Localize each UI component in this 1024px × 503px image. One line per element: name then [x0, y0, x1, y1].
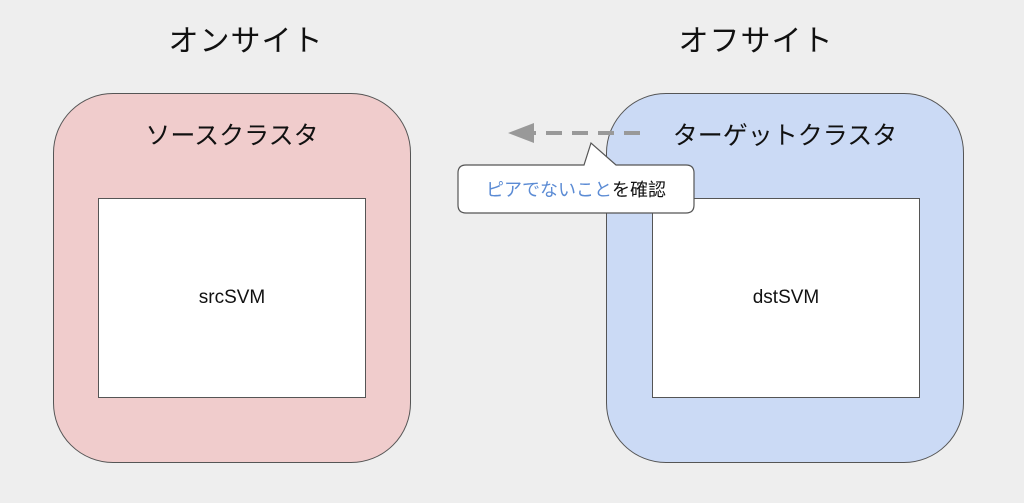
dst-svm-box: dstSVM	[652, 198, 920, 398]
target-cluster: ターゲットクラスタ dstSVM	[606, 93, 964, 463]
src-svm-box: srcSVM	[98, 198, 366, 398]
dst-svm-label: dstSVM	[752, 287, 820, 308]
peer-check-arrow-head	[508, 123, 534, 143]
onsite-title: オンサイト	[168, 24, 324, 59]
callout-rest-text: を確認	[612, 180, 666, 201]
source-cluster-label: ソースクラスタ	[145, 121, 319, 150]
offsite-title: オフサイト	[678, 24, 834, 59]
src-svm-label: srcSVM	[198, 287, 266, 308]
source-cluster: ソースクラスタ srcSVM	[53, 93, 411, 463]
target-cluster-label: ターゲットクラスタ	[672, 121, 898, 150]
callout-highlight-text: ピアでないこと	[486, 180, 612, 201]
callout-text: ピアでないことを確認	[458, 165, 694, 213]
